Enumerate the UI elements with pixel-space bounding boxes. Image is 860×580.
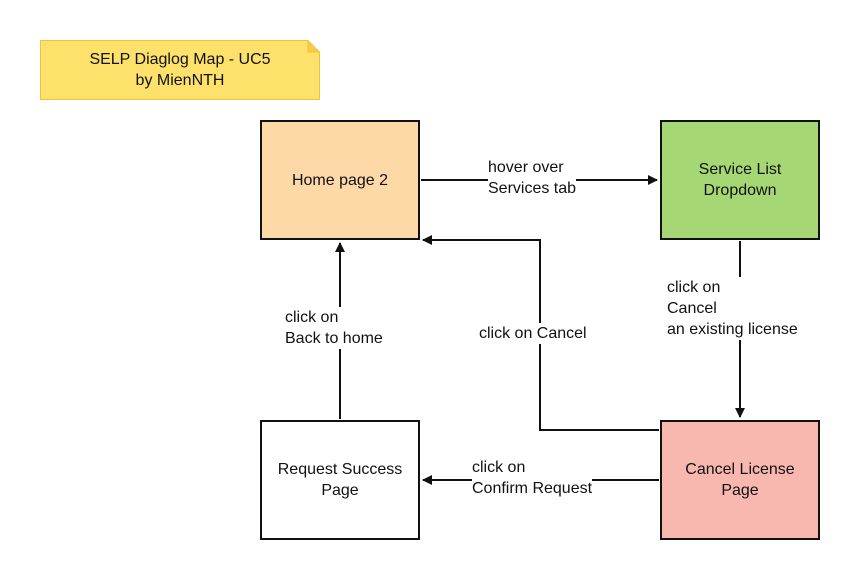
node-home-label: Home page 2 (291, 171, 389, 189)
edge-label-line: click on Cancel (479, 325, 587, 342)
node-service-label-1: Service List (698, 161, 782, 178)
edge-label-line: click on (285, 309, 339, 326)
node-cancel-label-1: Cancel License (685, 461, 795, 478)
edge-label-line: Confirm Request (472, 480, 593, 497)
edge-label-line: click on (667, 279, 721, 296)
edge-label-line: Cancel (667, 300, 717, 317)
node-success-label-1: Request Success (277, 461, 403, 478)
sticky-note-shape (40, 40, 320, 100)
edge-label-home-to-service: hover over Services tab (488, 157, 577, 199)
edge-label-line: click on (472, 459, 526, 476)
edge-label-cancel-to-home: click on Cancel (479, 323, 587, 344)
node-cancel-label-2: Page (721, 482, 759, 499)
edge-label-line: hover over (488, 159, 564, 176)
edge-label-line: an existing license (667, 321, 798, 338)
edge-label-service-to-cancel: click on Cancel an existing license (667, 277, 798, 340)
node-success-label-2: Page (321, 482, 359, 499)
edge-label-cancel-to-success: click on Confirm Request (472, 457, 593, 499)
edge-label-line: Services tab (488, 180, 577, 197)
node-request-success-page[interactable]: Request Success Page (260, 420, 420, 540)
node-service-label-2: Dropdown (703, 182, 777, 199)
note-title: SELP Diaglog Map - UC5 (89, 51, 271, 68)
note-author: by MienNTH (135, 72, 225, 89)
node-cancel-license-page[interactable]: Cancel License Page (660, 420, 820, 540)
edge-label-success-to-home: click on Back to home (285, 307, 383, 349)
edge-label-line: Back to home (285, 330, 383, 347)
title-note: SELP Diaglog Map - UC5 by MienNTH (40, 40, 320, 100)
node-home-page[interactable]: Home page 2 (260, 120, 420, 240)
node-service-list-dropdown[interactable]: Service List Dropdown (660, 120, 820, 240)
